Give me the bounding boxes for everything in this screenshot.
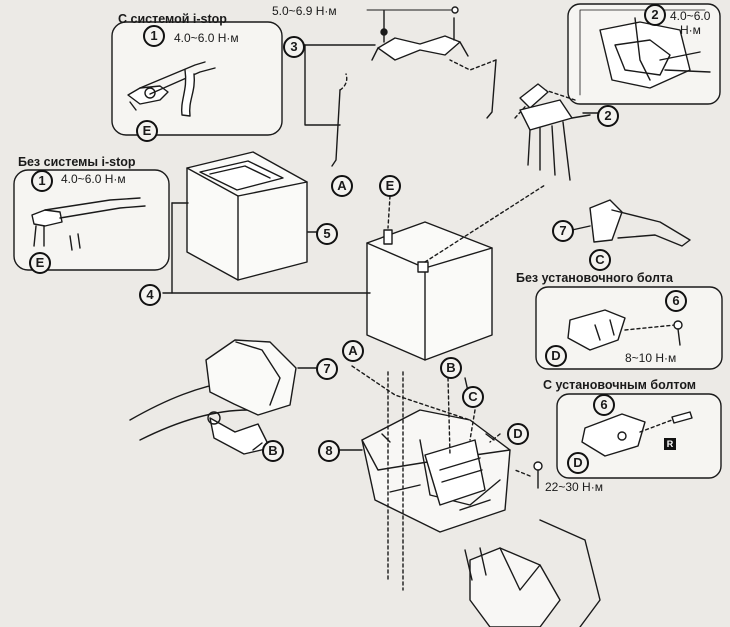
callout-2-inset: 2	[644, 4, 666, 26]
callout-1-without-istop: 1	[31, 170, 53, 192]
terminal-cover-left	[129, 339, 297, 455]
callout-b-left: B	[262, 440, 284, 462]
no-istop-terminal-drawing	[31, 197, 146, 251]
istop-terminal-drawing	[127, 61, 216, 117]
torque-without-istop: 4.0~6.0 Н·м	[61, 172, 126, 186]
callout-7-right: 7	[552, 220, 574, 242]
callout-e-with-istop: E	[136, 120, 158, 142]
torque-terminal-unit: Н·м	[680, 23, 701, 37]
battery-tray	[361, 409, 511, 533]
callout-6-with-bolt: 6	[593, 394, 615, 416]
terminal-cover-right	[589, 199, 691, 247]
torque-with-istop: 4.0~6.0 Н·м	[174, 31, 239, 45]
battery-cover	[186, 151, 308, 281]
callout-a-tray: A	[342, 340, 364, 362]
battery	[366, 221, 493, 361]
callout-d-tray: D	[507, 423, 529, 445]
callout-3: 3	[283, 36, 305, 58]
label-with-bolt: С установочным болтом	[543, 378, 697, 392]
callout-c-right: C	[589, 249, 611, 271]
callout-d-without-bolt: D	[545, 345, 567, 367]
lower-mount	[464, 519, 601, 627]
torque-top: 5.0~6.9 Н·м	[272, 4, 337, 18]
callout-e-without-istop: E	[29, 252, 51, 274]
callout-d-with-bolt: D	[567, 452, 589, 474]
label-with-istop: С системой i-stop	[118, 12, 227, 26]
inset-without-istop	[13, 169, 170, 271]
callout-8: 8	[318, 440, 340, 462]
label-without-istop: Без системы i-stop	[18, 155, 136, 169]
callout-4: 4	[139, 284, 161, 306]
callout-1-with-istop: 1	[143, 25, 165, 47]
terminal-cable	[519, 83, 591, 181]
callout-6-without-bolt: 6	[665, 290, 687, 312]
label-without-bolt: Без установочного болта	[516, 271, 673, 285]
callout-e-battery: E	[379, 175, 401, 197]
torque-terminal-value: 4.0~6.0	[670, 9, 711, 23]
callout-b-tray: B	[440, 357, 462, 379]
r-mark-badge: R	[664, 438, 676, 450]
torque-without-bolt: 8~10 Н·м	[625, 351, 677, 365]
callout-2: 2	[597, 105, 619, 127]
hold-down-bracket	[371, 17, 469, 61]
inset-with-istop	[111, 21, 283, 136]
callout-5: 5	[316, 223, 338, 245]
callout-c-tray: C	[462, 386, 484, 408]
torque-tray: 22~30 Н·м	[545, 480, 603, 494]
callout-a-top: A	[331, 175, 353, 197]
callout-7-left: 7	[316, 358, 338, 380]
